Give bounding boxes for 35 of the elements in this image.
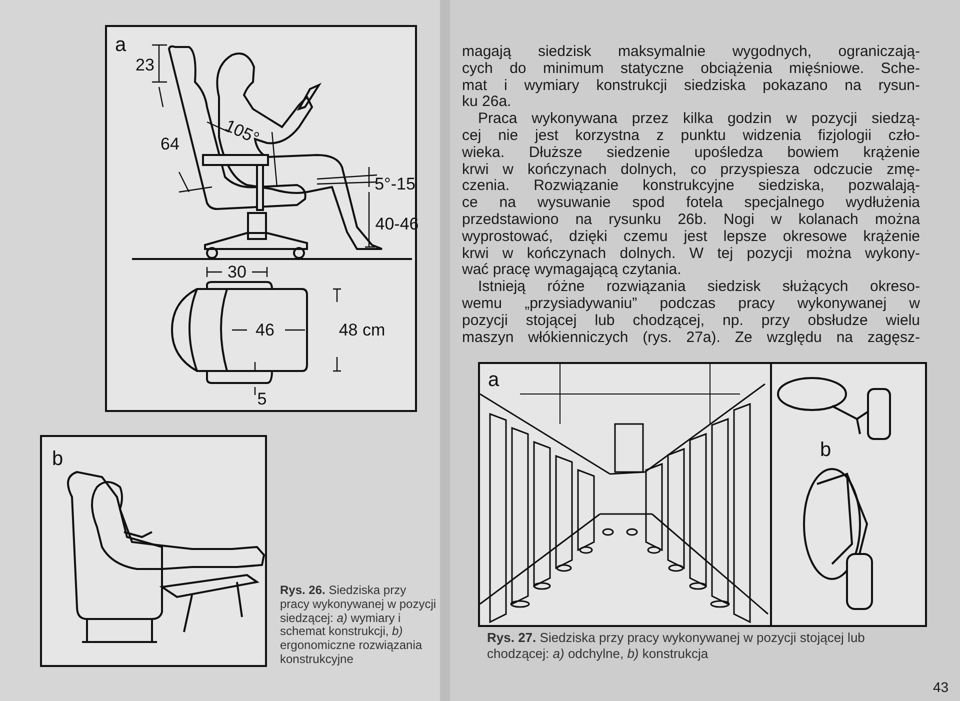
dimension-label: 46 [256, 322, 274, 338]
body-text-line: krwi w kończynach dolnych, co przyspiesza odczucie zmę- [462, 162, 920, 178]
dimension-label: 30 [228, 264, 246, 280]
body-text-line: mat i wymiary konstrukcji siedziska pokazano na rysun- [462, 78, 920, 94]
dimension-label: 5°-15 [374, 176, 416, 192]
dimension-label: 23 [136, 56, 154, 74]
page-number: 43 [933, 680, 949, 696]
body-text-line: pozycji stojącej lub chodzącej, np. przy obsłudze wielu [462, 312, 920, 330]
panel-letter: a [488, 370, 500, 390]
panel-letter: a [115, 35, 126, 55]
body-text-line: ku 26a. [462, 94, 512, 111]
figure-panel [478, 362, 927, 627]
figure-caption: Rys. 26. Siedziska przy pracy wykonywanej w pozycji siedzącej: a) wymiary i schemat konstrukcji, b) ergonomiczne rozwiązania konstrukcyjne [280, 584, 438, 667]
dimension-label: 48 cm [338, 322, 386, 338]
body-text-line: krwi w kończynach dolnych. W tej pozycji można wykony- [462, 246, 920, 262]
panel-letter: b [52, 449, 64, 469]
body-text-line: Praca wykonywana przez kilka godzin w pozycji siedzą- [478, 111, 920, 128]
dimension-label: 5 [257, 390, 267, 408]
body-text-line: cej nie jest korzystna z punktu widzenia fizjologii czło- [462, 128, 920, 144]
body-text-line: przedstawiono na rysunku 26b. Nogi w kolanach można [462, 212, 920, 228]
body-text-line: wyprostować, dzięki czemu jest lepsze okresowe krążenie [462, 228, 920, 246]
body-text-line: Istnieją różne rozwiązania siedzisk służących okreso- [478, 279, 920, 296]
figure-panel [40, 435, 267, 667]
body-text-line: wieka. Dłuższe siedzenie upośledza bowiem krążenie [462, 144, 920, 162]
dimension-label: 105° [222, 116, 262, 148]
body-text-line: maszyn włókienniczych (rys. 27a). Ze względu na zagęsz- [462, 330, 920, 346]
body-text-line: ce na wysuwanie spod fotela specjalnego wydłużenia [462, 195, 920, 212]
figure-caption: Rys. 27. Siedziska przy pracy wykonywanej w pozycji stojącej lub chodzącej: a) odchylne, b) konstrukcja [487, 630, 866, 662]
body-text-line: czenia. Rozwiązanie konstrukcyjne siedziska, pozwalają- [462, 178, 920, 195]
panel-letter: b [820, 440, 832, 460]
body-text-line: wać pracę wymagającą czytania. [462, 262, 682, 279]
figure-panel [105, 25, 417, 412]
body-text-line: cych do minimum statyczne obciążenia mięśniowe. Sche- [462, 60, 920, 78]
dimension-label: 64 [160, 136, 180, 152]
body-text-line: wemu „przysiadywaniu” podczas pracy wykonywanej w [462, 296, 920, 312]
